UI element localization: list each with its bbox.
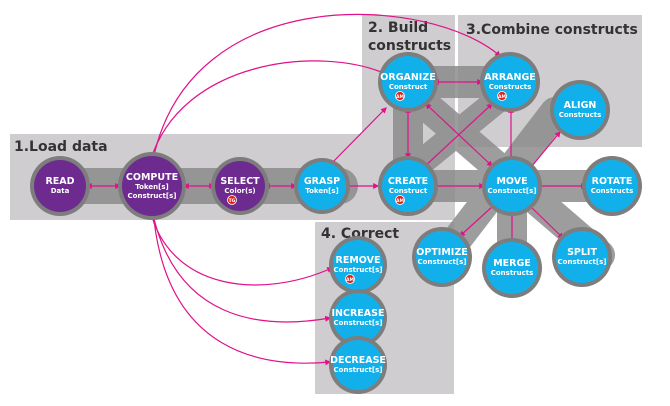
arrow-compute-remove — [149, 209, 334, 286]
node-organize-badge-label: AM — [396, 94, 404, 100]
node-compute-circle — [122, 156, 182, 216]
node-arrange-badge — [497, 91, 507, 101]
node-compute-title: COMPUTE — [126, 172, 178, 183]
node-arrange-subtitle: Constructs — [489, 83, 532, 91]
node-align-circle — [554, 84, 606, 136]
node-split-circle — [556, 231, 608, 283]
node-arrange-circle — [484, 56, 536, 108]
arrow-move-split — [529, 205, 564, 239]
node-optimize-title: OPTIMIZE — [416, 247, 467, 258]
node-optimize-subtitle: Construct[s] — [418, 258, 467, 266]
node-split-subtitle: Construct[s] — [558, 258, 607, 266]
node-organize-circle — [382, 56, 434, 108]
node-decrease-subtitle: Construct[s] — [334, 366, 383, 374]
node-align-subtitle: Constructs — [559, 111, 602, 119]
node-decrease-circle — [333, 340, 383, 390]
node-create-badge-label: AM — [396, 198, 404, 204]
section-title-correct: 4. Correct — [321, 226, 399, 242]
node-move-circle — [486, 160, 538, 212]
arrow-move-align — [531, 131, 561, 167]
node-arrange-badge-label: AM — [498, 94, 506, 100]
nodes: READDataCOMPUTEToken[s]Construct[s]SELEC… — [30, 52, 642, 394]
node-merge-subtitle: Constructs — [491, 269, 534, 277]
node-read-title: READ — [45, 176, 74, 187]
node-compute-subtitle-2: Construct[s] — [128, 192, 177, 200]
arrow-compute-increase — [151, 209, 332, 323]
node-create-subtitle: Construct — [389, 187, 428, 195]
node-arrange-title: ARRANGE — [484, 72, 536, 83]
arrow-compute-decrease — [152, 209, 332, 366]
node-grasp-title: GRASP — [304, 176, 340, 187]
arrows — [85, 13, 588, 366]
node-merge-title: MERGE — [493, 258, 531, 269]
node-organize-subtitle: Construct — [389, 83, 428, 91]
node-select-subtitle: Color(s) — [224, 187, 255, 195]
section-titles: 1.Load data 2. Build constructs 3.Combin… — [14, 20, 638, 242]
node-move-subtitle: Construct[s] — [488, 187, 537, 195]
node-optimize-circle — [416, 231, 468, 283]
node-decrease-title: DECREASE — [330, 355, 386, 366]
node-increase-circle — [333, 293, 383, 343]
node-remove-subtitle: Construct[s] — [334, 266, 383, 274]
node-move-title: MOVE — [496, 176, 527, 187]
node-compute-subtitle: Token[s] — [135, 183, 168, 191]
node-grasp-circle — [298, 162, 346, 210]
node-select-badge — [227, 195, 237, 205]
node-read-subtitle: Data — [51, 187, 70, 195]
node-remove-badge-label: AM — [346, 277, 354, 283]
node-create-title: CREATE — [388, 176, 428, 187]
node-rotate-title: ROTATE — [592, 176, 633, 187]
node-align-title: ALIGN — [564, 100, 597, 111]
node-create-badge — [395, 195, 405, 205]
node-grasp-subtitle: Token[s] — [305, 187, 338, 195]
node-increase-title: INCREASE — [332, 308, 385, 319]
section-title-combine: 3.Combine constructs — [466, 22, 638, 38]
node-select-title: SELECT — [220, 176, 260, 187]
node-rotate-subtitle: Constructs — [591, 187, 634, 195]
node-select-badge-label: TG — [229, 198, 236, 204]
node-read-circle — [34, 160, 86, 212]
node-split-title: SPLIT — [567, 247, 597, 258]
node-create-circle — [382, 160, 434, 212]
section-title-build: 2. Build — [368, 20, 428, 36]
node-increase-subtitle: Construct[s] — [334, 319, 383, 327]
node-merge-circle — [486, 242, 538, 294]
arrow-compute-arrange — [151, 13, 501, 162]
arrow-move-optimize — [459, 205, 494, 237]
node-rotate-circle — [586, 160, 638, 212]
node-remove-title: REMOVE — [336, 255, 381, 266]
section-title-build-line2: constructs — [368, 38, 451, 54]
node-organize-badge — [395, 91, 405, 101]
node-organize-title: ORGANIZE — [380, 72, 435, 83]
node-remove-badge — [345, 274, 355, 284]
section-title-load: 1.Load data — [14, 139, 108, 155]
